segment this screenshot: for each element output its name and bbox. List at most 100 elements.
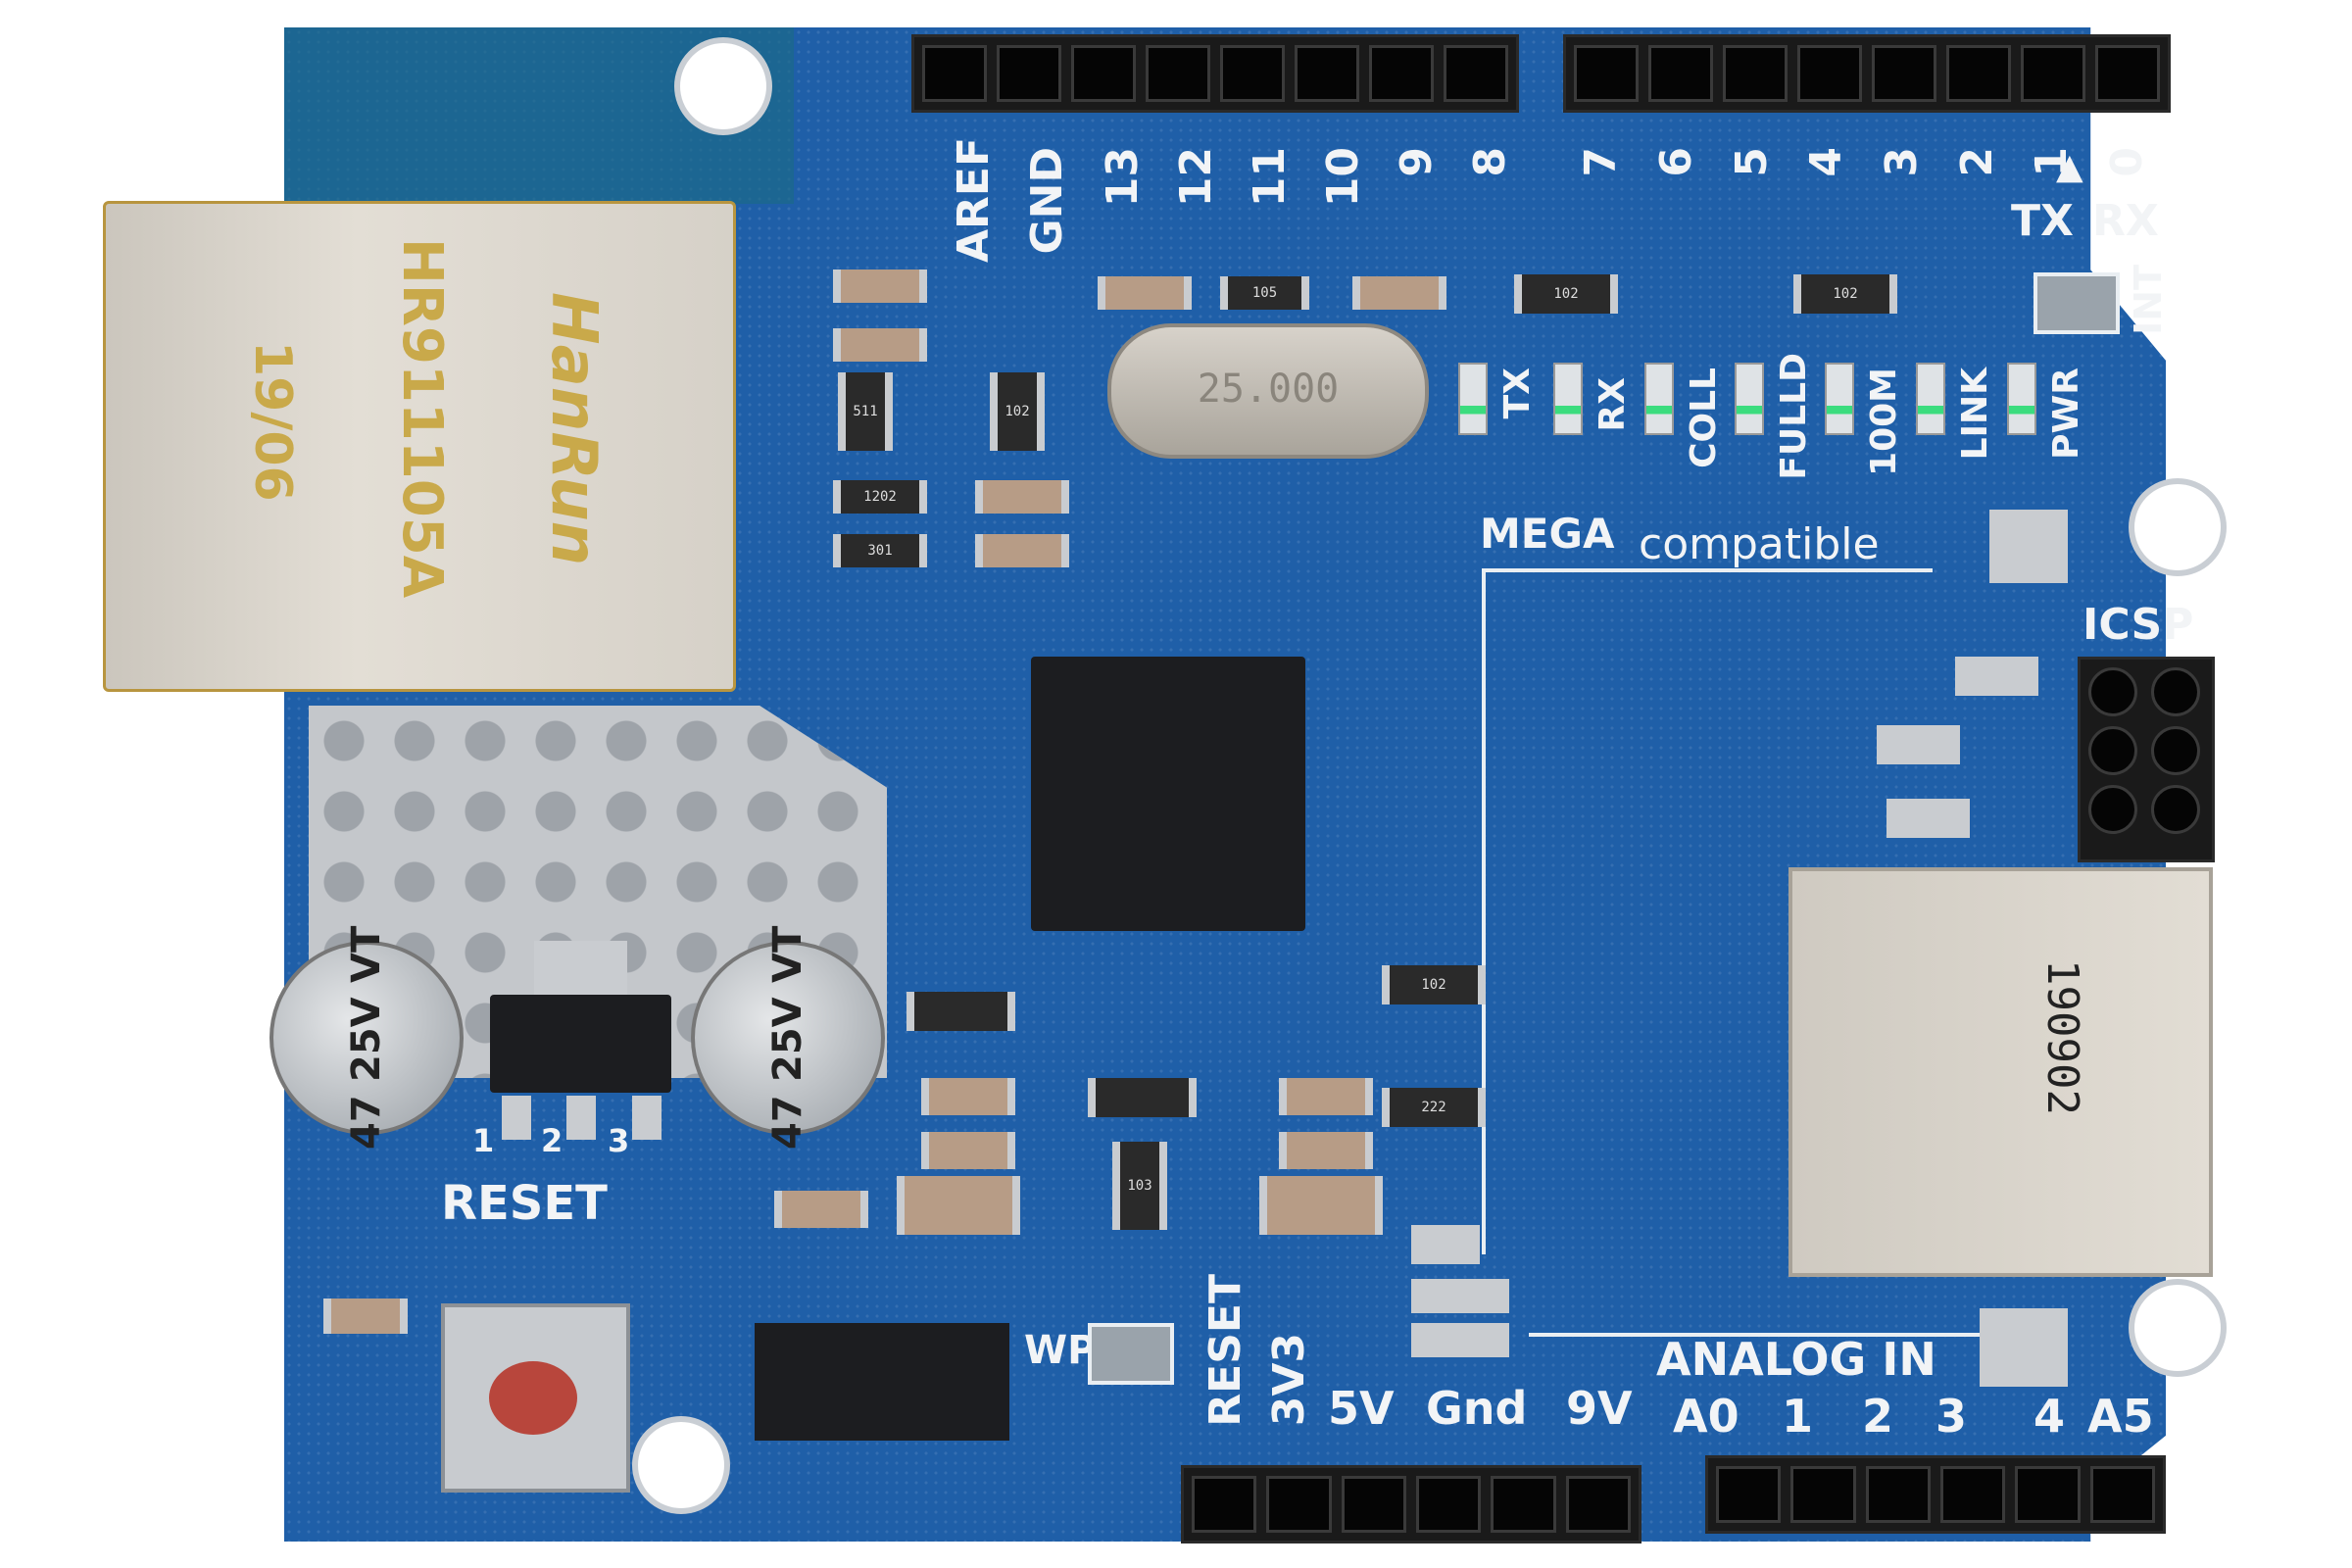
power-header[interactable] bbox=[1181, 1465, 1642, 1544]
header-pin[interactable] bbox=[1415, 1476, 1482, 1533]
header-pin[interactable] bbox=[1574, 45, 1639, 102]
int-jumper-pad[interactable] bbox=[2034, 272, 2120, 334]
header-pin[interactable] bbox=[1341, 1476, 1406, 1533]
header-pin[interactable] bbox=[1192, 1476, 1257, 1533]
header-pin[interactable] bbox=[1565, 1476, 1631, 1533]
header-pin[interactable] bbox=[1220, 45, 1285, 102]
resistor-301: 301 bbox=[833, 534, 927, 567]
capacitor-smd bbox=[975, 534, 1069, 567]
icsp-pin[interactable] bbox=[2088, 785, 2137, 834]
capacitor-smd bbox=[1279, 1132, 1373, 1169]
reset-button-knob[interactable] bbox=[489, 1361, 577, 1435]
resistor-smd bbox=[1088, 1078, 1197, 1117]
wp-jumper-pad[interactable] bbox=[1088, 1323, 1174, 1385]
header-pin[interactable] bbox=[1369, 45, 1434, 102]
soic-logic-chip bbox=[755, 1323, 1009, 1441]
icsp-pin[interactable] bbox=[2151, 785, 2200, 834]
rj45-part-number: HR911105A bbox=[390, 238, 454, 599]
label-wp: WP bbox=[1024, 1328, 1097, 1373]
header-pin[interactable] bbox=[1146, 45, 1210, 102]
tx-arrow-icon: ▲ bbox=[2056, 147, 2083, 187]
electrolytic-capacitor: 47 25V VT bbox=[691, 926, 885, 1150]
label-rx: RX bbox=[2092, 196, 2159, 246]
label-5v: 5V bbox=[1328, 1382, 1395, 1435]
header-pin[interactable] bbox=[2015, 1466, 2081, 1523]
capacitor-smd bbox=[975, 480, 1069, 514]
icsp-header[interactable] bbox=[2078, 657, 2215, 862]
header-pin[interactable] bbox=[2089, 1466, 2155, 1523]
header-pin[interactable] bbox=[1872, 45, 1936, 102]
cap-voltage: 25V bbox=[344, 996, 389, 1082]
header-pin[interactable] bbox=[1648, 45, 1713, 102]
label-analog-in: ANALOG IN bbox=[1656, 1333, 1936, 1386]
icsp-pin[interactable] bbox=[2088, 726, 2137, 775]
cap-value: 47 bbox=[344, 1095, 389, 1151]
label-gnd-power: Gnd bbox=[1426, 1382, 1528, 1435]
regulator-pin-3-label: 3 bbox=[608, 1122, 630, 1159]
test-pad bbox=[1411, 1225, 1480, 1264]
resistor-array-102: 102 bbox=[1382, 965, 1486, 1004]
digital-header-high[interactable] bbox=[911, 34, 1519, 113]
led-pwr bbox=[2007, 363, 2036, 435]
label-d8: 8 bbox=[1465, 147, 1515, 177]
regulator-pin bbox=[632, 1096, 662, 1140]
header-pin[interactable] bbox=[1790, 1466, 1856, 1523]
resistor-511: 511 bbox=[838, 372, 893, 451]
mounting-hole bbox=[2129, 478, 2227, 576]
resistor-array-103: 103 bbox=[1112, 1142, 1167, 1230]
analog-header[interactable] bbox=[1705, 1455, 2166, 1534]
micro-sd-card-slot[interactable]: 190902 bbox=[1788, 867, 2213, 1277]
resistor-105: 105 bbox=[1220, 276, 1309, 310]
header-pin[interactable] bbox=[922, 45, 987, 102]
resistor-102: 102 bbox=[990, 372, 1045, 451]
rj45-ethernet-jack[interactable]: HanRun HR911105A 19/06 bbox=[103, 201, 736, 692]
led-tx bbox=[1458, 363, 1488, 435]
label-d4: 4 bbox=[1801, 147, 1851, 177]
reset-button[interactable] bbox=[441, 1303, 630, 1493]
header-pin[interactable] bbox=[1716, 1466, 1782, 1523]
regulator-pin-1-label: 1 bbox=[472, 1122, 495, 1159]
capacitor-smd bbox=[1279, 1078, 1373, 1115]
label-9v: 9V bbox=[1566, 1382, 1633, 1435]
icsp-pin[interactable] bbox=[2151, 726, 2200, 775]
header-pin[interactable] bbox=[1865, 1466, 1931, 1523]
test-pad bbox=[1411, 1323, 1509, 1357]
resistor-array-102: 102 bbox=[1514, 274, 1618, 314]
header-pin[interactable] bbox=[1797, 45, 1862, 102]
header-pin[interactable] bbox=[1946, 45, 2011, 102]
capacitor-smd bbox=[774, 1191, 868, 1228]
header-pin[interactable] bbox=[2095, 45, 2160, 102]
header-pin[interactable] bbox=[997, 45, 1061, 102]
label-d5: 5 bbox=[1727, 147, 1777, 177]
header-pin[interactable] bbox=[2021, 45, 2085, 102]
label-aref: AREF bbox=[949, 137, 999, 264]
header-pin[interactable] bbox=[1939, 1466, 2006, 1523]
label-compatible: compatible bbox=[1639, 519, 1880, 569]
silk-line bbox=[1529, 1333, 1980, 1337]
test-pad bbox=[1886, 799, 1970, 838]
digital-header-low[interactable] bbox=[1563, 34, 2171, 113]
capacitor-large bbox=[1259, 1176, 1383, 1235]
label-icsp: ICSP bbox=[2082, 600, 2194, 650]
header-pin[interactable] bbox=[1491, 1476, 1556, 1533]
rj45-date-code: 19/06 bbox=[243, 341, 302, 502]
label-reset-pin: RESET bbox=[1200, 1274, 1250, 1427]
header-pin[interactable] bbox=[1444, 45, 1508, 102]
test-pad bbox=[1877, 725, 1960, 764]
mounting-hole bbox=[632, 1416, 730, 1514]
icsp-pin[interactable] bbox=[2088, 667, 2137, 716]
header-pin[interactable] bbox=[1266, 1476, 1332, 1533]
electrolytic-capacitor: 47 25V VT bbox=[270, 926, 464, 1150]
test-pad bbox=[1411, 1279, 1509, 1313]
label-d11: 11 bbox=[1245, 147, 1295, 208]
header-pin[interactable] bbox=[1071, 45, 1136, 102]
label-d12: 12 bbox=[1171, 147, 1221, 208]
icsp-pin[interactable] bbox=[2151, 667, 2200, 716]
label-gnd: GND bbox=[1022, 147, 1072, 255]
label-d9: 9 bbox=[1392, 147, 1442, 177]
capacitor-smd bbox=[833, 328, 927, 362]
led-link bbox=[1916, 363, 1945, 435]
header-pin[interactable] bbox=[1723, 45, 1788, 102]
cap-series: VT bbox=[765, 925, 810, 984]
header-pin[interactable] bbox=[1295, 45, 1359, 102]
